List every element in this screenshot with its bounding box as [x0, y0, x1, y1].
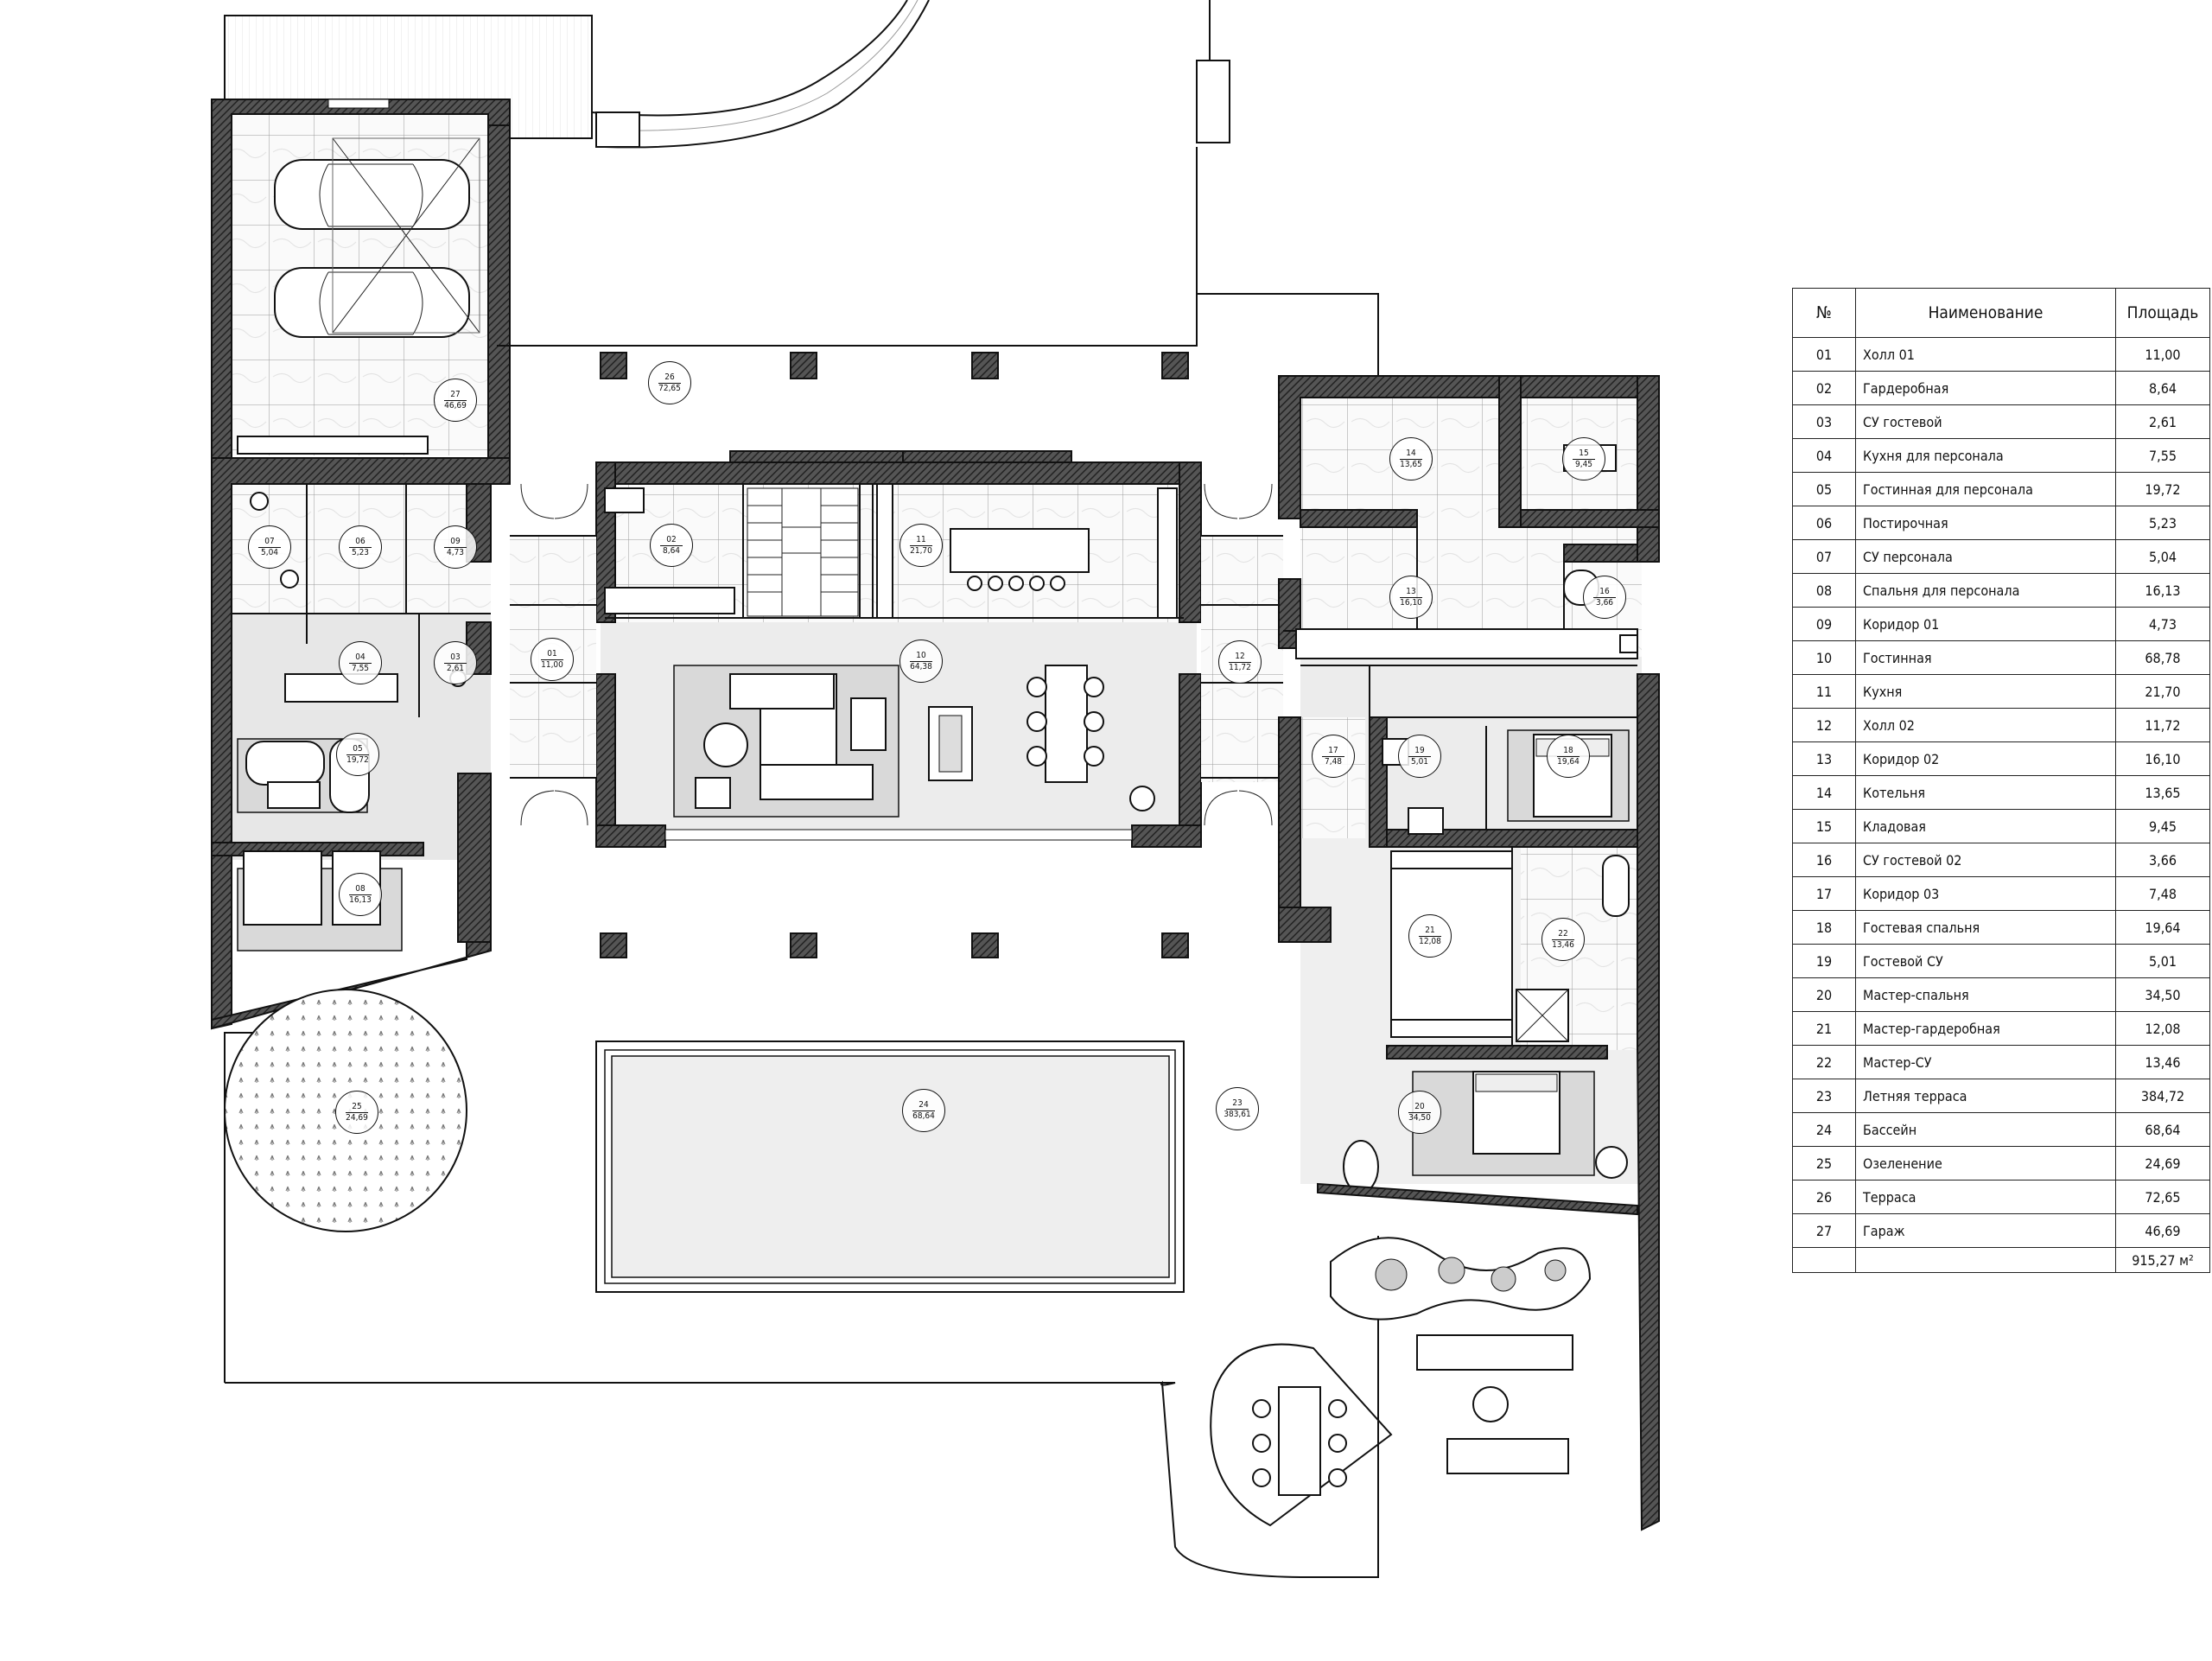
car-icon: [274, 267, 470, 338]
pool: [595, 1041, 1185, 1293]
table-header-row: № Наименование Площадь: [1792, 288, 2210, 338]
header-name: Наименование: [1855, 288, 2116, 338]
terrace-outline: [224, 0, 1379, 1578]
header-area: Площадь: [2115, 288, 2210, 338]
total-area: 915,27 м²: [2115, 1247, 2210, 1273]
stairs: [747, 487, 859, 617]
header-num: №: [1792, 288, 1856, 338]
table-total-row: 915,27 м²: [1792, 1247, 2210, 1273]
central-block: [595, 450, 1202, 848]
car-icon: [274, 159, 470, 230]
